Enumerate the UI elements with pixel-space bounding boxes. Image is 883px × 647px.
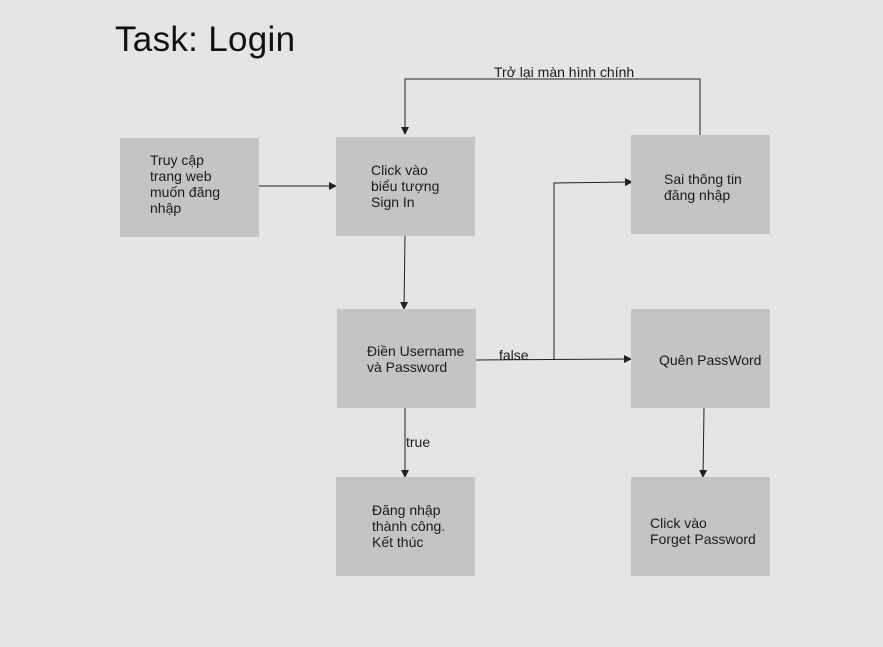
edge-signin-to-fill <box>400 235 409 310</box>
node-forgot-password-label: Quên PassWord <box>659 352 762 368</box>
node-fill-credentials: Điền Username và Password <box>337 309 476 408</box>
node-login-success-label: Đăng nhập thành công. Kết thúc <box>372 502 446 550</box>
edge-wrong-info-back <box>401 78 701 135</box>
edge-false-to-wrong-info <box>553 178 633 359</box>
edge-label-true: true <box>406 434 431 450</box>
node-click-forget-password-label: Click vào Forget Password <box>650 515 756 547</box>
node-click-forget-password: Click vào Forget Password <box>631 477 770 576</box>
node-wrong-info-label: Sai thông tin đăng nhập <box>664 171 742 203</box>
node-wrong-info: Sai thông tin đăng nhập <box>631 135 770 234</box>
edge-fill-to-forgot <box>475 355 632 364</box>
edge-forgot-to-click <box>699 407 708 478</box>
node-login-success: Đăng nhập thành công. Kết thúc <box>336 477 475 576</box>
node-forgot-password: Quên PassWord <box>631 309 770 408</box>
node-access-web: Truy cập trang web muốn đăng nhập <box>120 138 259 237</box>
edge-label-false: false <box>499 347 529 363</box>
node-click-sign-in: Click vào biểu tượng Sign In <box>336 137 475 236</box>
node-access-web-label: Truy cập trang web muốn đăng nhập <box>150 152 221 216</box>
node-click-sign-in-label: Click vào biểu tượng Sign In <box>371 162 440 210</box>
edge-label-back-to-main: Trở lại màn hình chính <box>494 64 635 80</box>
diagram-title: Task: Login <box>115 20 296 59</box>
node-fill-credentials-label: Điền Username và Password <box>367 343 465 375</box>
